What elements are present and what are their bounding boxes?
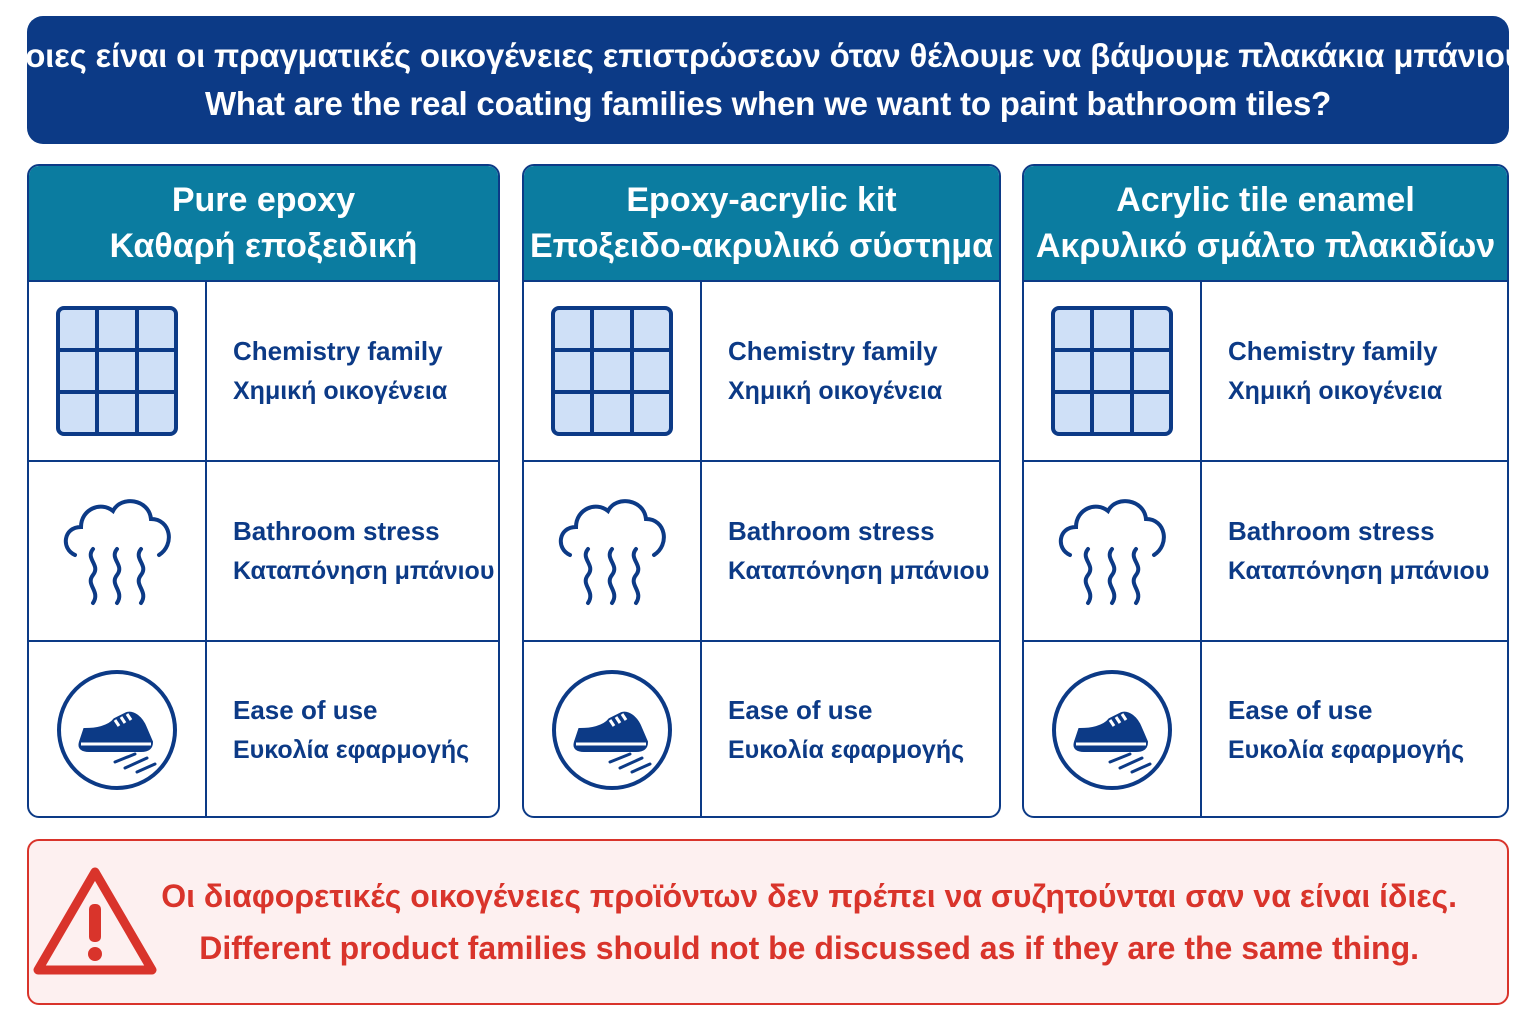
shoe-icon [524,642,702,816]
row-bathroom-stress: Bathroom stress Καταπόνηση μπάνιου [524,460,999,640]
tile-grid-icon [524,282,702,460]
row-label: Ease of use Ευκολία εφαρμογής [702,642,965,816]
warning-text-greek: Οι διαφορετικές οικογένειες προϊόντων δε… [161,878,1457,914]
title-english: What are the real coating families when … [204,85,1332,122]
row-chemistry-family: Chemistry family Χημική οικογένεια [29,280,498,460]
row-label: Chemistry family Χημική οικογένεια [1202,282,1442,460]
card-pure-epoxy: Pure epoxy Καθαρή εποξειδική Chemistry f… [27,164,500,818]
label-greek: Ευκολία εφαρμογής [728,736,965,764]
label-english: Ease of use [1228,695,1373,725]
row-ease-of-use: Ease of use Ευκολία εφαρμογής [1024,640,1507,816]
row-ease-of-use: Ease of use Ευκολία εφαρμογής [29,640,498,816]
card-title-greek: Εποξειδο-ακρυλικό σύστημα [529,227,993,265]
title-banner: Ποιες είναι οι πραγματικές οικογένειες ε… [2,16,1535,144]
label-greek: Ευκολία εφαρμογής [233,736,470,764]
row-chemistry-family: Chemistry family Χημική οικογένεια [524,280,999,460]
card-title-greek: Ακρυλικό σμάλτο πλακιδίων [1035,227,1496,265]
warning-text-english: Different product families should not be… [199,930,1420,966]
row-label: Chemistry family Χημική οικογένεια [207,282,447,460]
row-label: Bathroom stress Καταπόνηση μπάνιου [702,462,989,640]
row-label: Bathroom stress Καταπόνηση μπάνιου [1202,462,1489,640]
label-greek: Ευκολία εφαρμογής [1228,736,1465,764]
row-bathroom-stress: Bathroom stress Καταπόνηση μπάνιου [29,460,498,640]
card-acrylic-tile-enamel: Acrylic tile enamel Ακρυλικό σμάλτο πλακ… [1022,164,1509,818]
card-epoxy-acrylic-kit: Epoxy-acrylic kit Εποξειδο-ακρυλικό σύστ… [522,164,1001,818]
card-header: Pure epoxy Καθαρή εποξειδική [29,166,498,280]
label-greek: Καταπόνηση μπάνιου [1228,557,1490,585]
card-header: Acrylic tile enamel Ακρυλικό σμάλτο πλακ… [1024,166,1507,280]
label-english: Chemistry family [1228,336,1438,366]
label-greek: Καταπόνηση μπάνιου [728,557,990,585]
label-english: Ease of use [233,695,378,725]
label-greek: Καταπόνηση μπάνιου [233,557,495,585]
label-greek: Χημική οικογένεια [728,377,943,405]
card-title-english: Acrylic tile enamel [1116,181,1415,219]
label-english: Bathroom stress [1228,516,1435,546]
steam-cloud-icon [29,462,207,640]
row-label: Chemistry family Χημική οικογένεια [702,282,942,460]
card-header: Epoxy-acrylic kit Εποξειδο-ακρυλικό σύστ… [524,166,999,280]
row-chemistry-family: Chemistry family Χημική οικογένεια [1024,280,1507,460]
warning-box: Οι διαφορετικές οικογένειες προϊόντων δε… [27,839,1509,1005]
label-english: Chemistry family [728,336,938,366]
label-english: Chemistry family [233,336,443,366]
row-label: Bathroom stress Καταπόνηση μπάνιου [207,462,494,640]
warning-message: Οι διαφορετικές οικογένειες προϊόντων δε… [161,870,1507,974]
label-english: Ease of use [728,695,873,725]
row-ease-of-use: Ease of use Ευκολία εφαρμογής [524,640,999,816]
shoe-icon [29,642,207,816]
card-title-greek: Καθαρή εποξειδική [109,227,418,265]
label-greek: Χημική οικογένεια [1228,377,1443,405]
label-greek: Χημική οικογένεια [233,377,448,405]
card-title-english: Epoxy-acrylic kit [626,181,897,219]
steam-cloud-icon [1024,462,1202,640]
tile-grid-icon [1024,282,1202,460]
card-title-english: Pure epoxy [171,181,356,219]
label-english: Bathroom stress [233,516,440,546]
steam-cloud-icon [524,462,702,640]
title-greek: Ποιες είναι οι πραγματικές οικογένειες ε… [1,37,1535,74]
row-label: Ease of use Ευκολία εφαρμογής [1202,642,1465,816]
tile-grid-icon [29,282,207,460]
warning-triangle-icon [29,864,161,980]
row-bathroom-stress: Bathroom stress Καταπόνηση μπάνιου [1024,460,1507,640]
shoe-icon [1024,642,1202,816]
label-english: Bathroom stress [728,516,935,546]
row-label: Ease of use Ευκολία εφαρμογής [207,642,470,816]
